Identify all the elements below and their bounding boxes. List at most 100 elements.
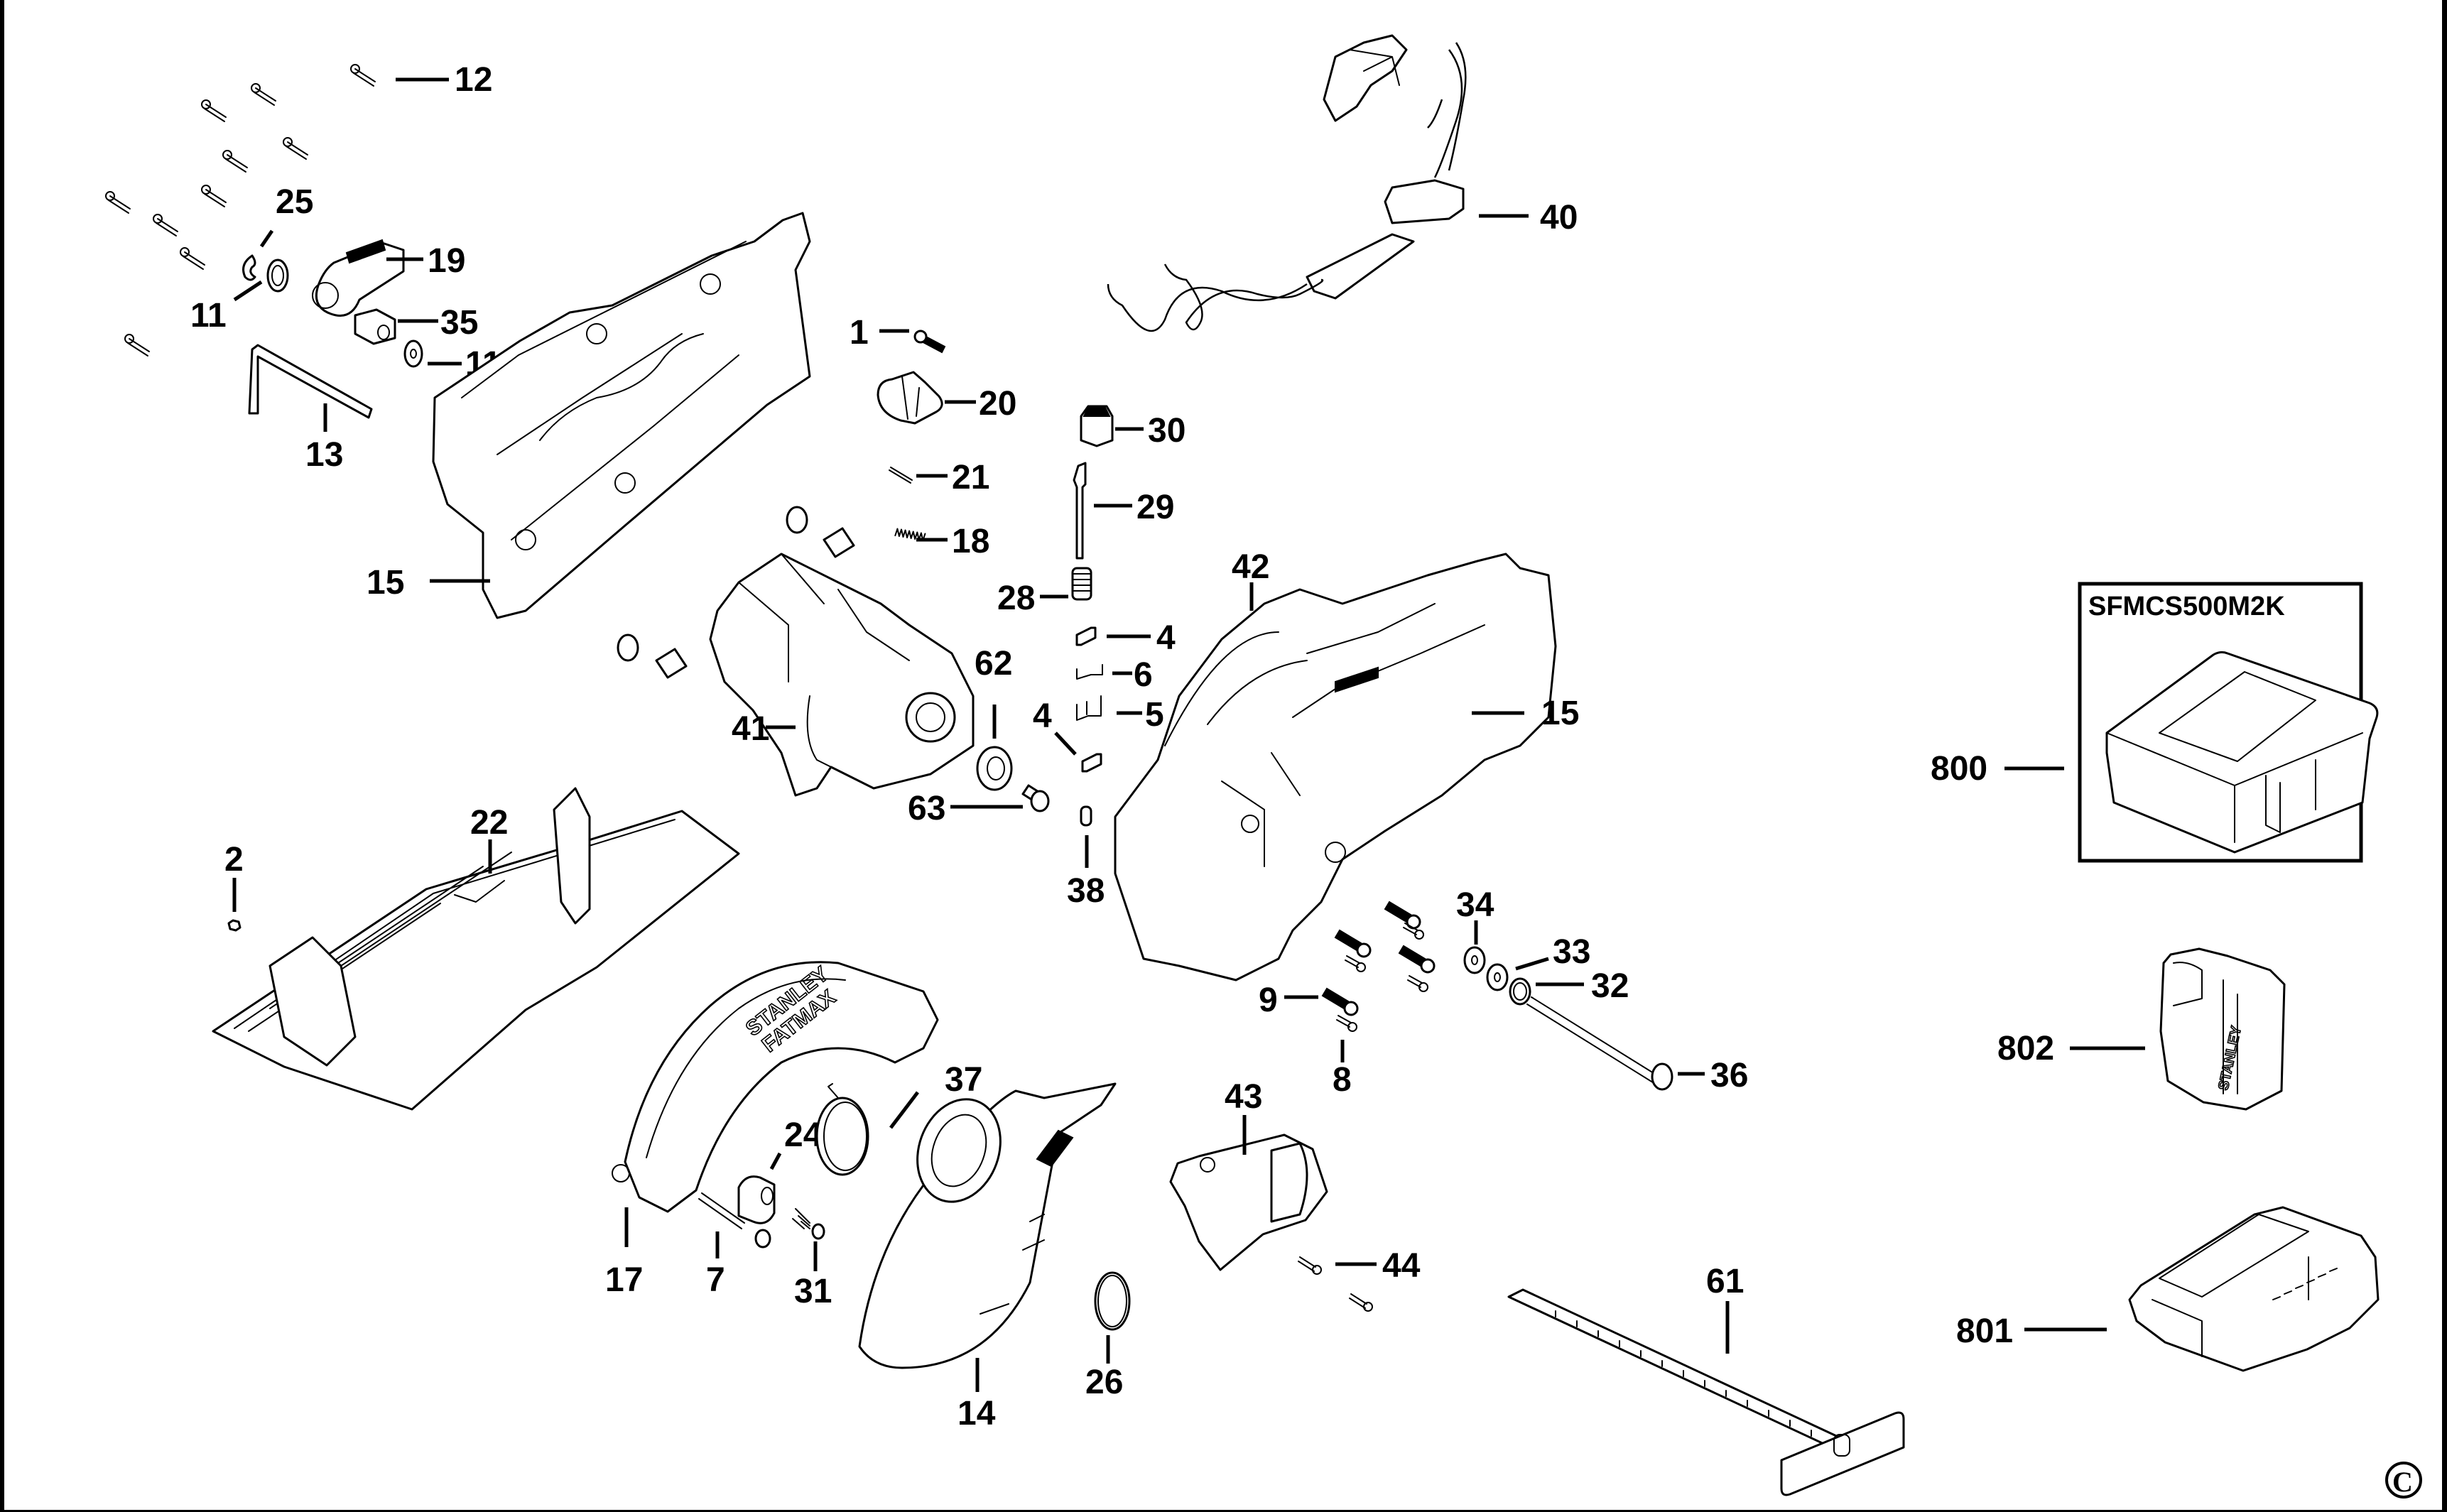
callout-15a[interactable]: 15: [367, 564, 404, 602]
part-21-pin[interactable]: [889, 467, 913, 484]
part-6-spring-clip[interactable]: [1076, 664, 1103, 680]
callout-25[interactable]: 25: [276, 183, 313, 221]
part-4-clip-lower[interactable]: [1081, 753, 1102, 773]
callout-22[interactable]: 22: [470, 804, 508, 842]
callout-37[interactable]: 37: [945, 1061, 982, 1099]
part-14-lower-guard[interactable]: [858, 1082, 1117, 1369]
callout-17[interactable]: 17: [605, 1261, 643, 1299]
part-20-lock-button[interactable]: [877, 371, 943, 425]
part-28-spring[interactable]: [1071, 567, 1092, 601]
callout-2[interactable]: 2: [224, 841, 244, 879]
part-61-rip-fence[interactable]: [1507, 1288, 1905, 1496]
part-35-nut[interactable]: [354, 308, 396, 345]
callout-1[interactable]: 1: [850, 314, 869, 352]
part-4-clip-upper[interactable]: [1075, 626, 1097, 646]
callout-12[interactable]: 12: [455, 61, 492, 99]
callout-40[interactable]: 40: [1540, 199, 1578, 236]
frame-border-left: [0, 0, 4, 1512]
callout-801[interactable]: 801: [1956, 1312, 2013, 1350]
frame-border-right: [2442, 0, 2447, 1512]
part-19-lever[interactable]: [312, 239, 405, 317]
part-17-upper-guard[interactable]: STANLEY FATMAX: [612, 961, 939, 1213]
part-18-spring[interactable]: [893, 518, 928, 552]
callout-31[interactable]: 31: [794, 1273, 832, 1310]
kit-model-label: SFMCS500M2K: [2088, 592, 2285, 621]
part-8-screws[interactable]: [1336, 923, 1428, 1032]
part-800-kit-case[interactable]: [2105, 651, 2379, 854]
copyright-circle-icon: [2385, 1462, 2422, 1499]
part-25-retaining-ring[interactable]: [242, 254, 256, 281]
callout-26[interactable]: 26: [1085, 1364, 1123, 1401]
part-2-nut[interactable]: [227, 919, 242, 932]
part-7-screw[interactable]: [698, 1192, 771, 1249]
part-12-screws[interactable]: [105, 64, 376, 357]
callout-28[interactable]: 28: [997, 580, 1035, 617]
part-43-dust-port[interactable]: [1169, 1133, 1328, 1271]
part-37-spring[interactable]: [815, 1083, 869, 1176]
callout-29[interactable]: 29: [1136, 489, 1174, 526]
part-24-bushing[interactable]: [737, 1175, 776, 1224]
part-31-screw[interactable]: [792, 1208, 825, 1240]
callout-4a[interactable]: 4: [1156, 619, 1176, 657]
part-5-bracket[interactable]: [1076, 695, 1102, 721]
callout-6[interactable]: 6: [1134, 656, 1153, 694]
part-802-battery[interactable]: STANLEY: [2159, 947, 2286, 1111]
part-13-hex-key[interactable]: [248, 344, 373, 419]
part-40-switch-wiring[interactable]: [1107, 34, 1467, 332]
leader-4b: [1054, 731, 1077, 756]
part-801-charger[interactable]: [2128, 1206, 2380, 1372]
callout-19[interactable]: 19: [428, 242, 465, 280]
callout-38[interactable]: 38: [1067, 872, 1105, 910]
callout-43[interactable]: 43: [1225, 1078, 1262, 1116]
part-44-screws[interactable]: [1298, 1256, 1373, 1312]
callout-8[interactable]: 8: [1333, 1061, 1352, 1099]
copyright-mark: C: [2392, 1466, 2413, 1498]
callout-35[interactable]: 35: [440, 304, 478, 342]
part-9-screws[interactable]: [1321, 901, 1436, 1016]
callout-800[interactable]: 800: [1931, 750, 1987, 788]
part-29-lock-rod[interactable]: [1073, 462, 1087, 560]
callout-63[interactable]: 63: [908, 790, 945, 827]
part-63-bolt[interactable]: [1021, 784, 1050, 812]
callout-14[interactable]: 14: [957, 1395, 996, 1432]
callout-11a[interactable]: 11: [190, 297, 227, 335]
part-26-ring[interactable]: [1094, 1271, 1131, 1331]
callout-7[interactable]: 7: [706, 1261, 725, 1299]
callout-30[interactable]: 30: [1148, 412, 1185, 450]
callout-15b[interactable]: 15: [1541, 695, 1579, 732]
callout-4b[interactable]: 4: [1033, 697, 1052, 735]
callout-42[interactable]: 42: [1232, 548, 1269, 586]
part-15-housing-right[interactable]: [1114, 553, 1557, 981]
part-1-screw[interactable]: [913, 330, 946, 354]
callout-44[interactable]: 44: [1382, 1247, 1421, 1285]
callout-13[interactable]: 13: [305, 436, 343, 474]
leader-24: [769, 1152, 782, 1170]
leader-33: [1515, 957, 1549, 971]
part-32-washer[interactable]: [1509, 977, 1531, 1006]
callout-20[interactable]: 20: [979, 385, 1016, 423]
motor-brush-parts: [617, 506, 855, 679]
part-41-motor-assembly[interactable]: [709, 553, 975, 797]
callout-5[interactable]: 5: [1145, 696, 1164, 734]
part-22-base-plate[interactable]: [212, 787, 740, 1111]
callout-21[interactable]: 21: [952, 459, 989, 496]
part-33-washer[interactable]: [1486, 963, 1509, 991]
part-30-button-cap[interactable]: [1080, 405, 1114, 447]
callout-18[interactable]: 18: [952, 523, 989, 560]
part-11-washer-left[interactable]: [266, 259, 289, 293]
part-62-bearing[interactable]: [976, 746, 1013, 791]
callout-61[interactable]: 61: [1706, 1263, 1744, 1300]
callout-9[interactable]: 9: [1259, 981, 1278, 1019]
callout-62[interactable]: 62: [975, 645, 1012, 682]
part-38-pin[interactable]: [1080, 805, 1092, 827]
callout-34[interactable]: 34: [1456, 886, 1494, 924]
part-36-pin[interactable]: [1526, 996, 1673, 1091]
part-34-washer[interactable]: [1463, 946, 1486, 974]
part-15-housing-left[interactable]: [432, 212, 811, 619]
callout-36[interactable]: 36: [1710, 1057, 1748, 1094]
part-11-washer-right[interactable]: [403, 339, 423, 368]
callout-32[interactable]: 32: [1591, 967, 1629, 1005]
callout-33[interactable]: 33: [1553, 933, 1590, 971]
callout-802[interactable]: 802: [1997, 1030, 2054, 1067]
callout-41[interactable]: 41: [732, 710, 769, 748]
